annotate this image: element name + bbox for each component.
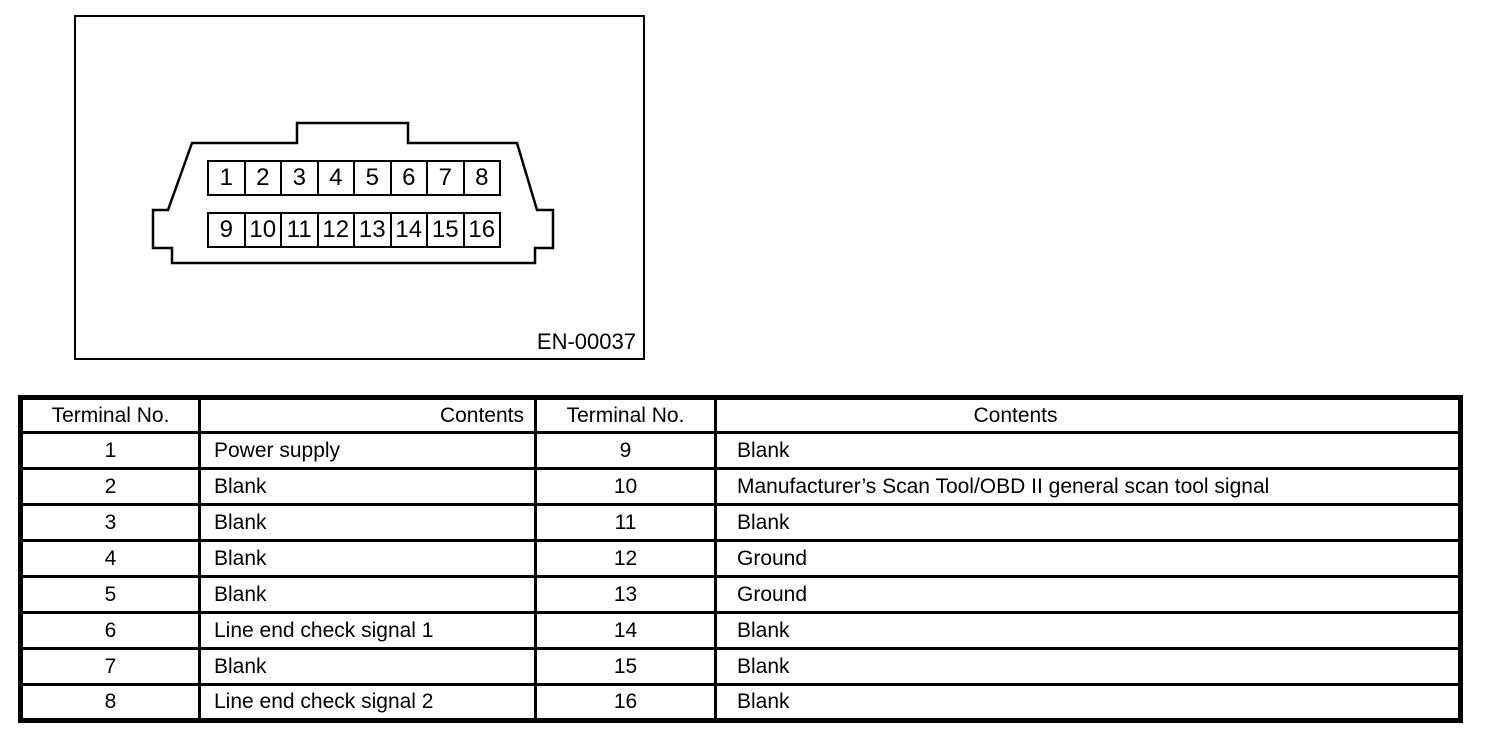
terminal-cell-10: 10 [243, 212, 282, 248]
terminal-cell-6: 6 [389, 160, 428, 196]
terminal-no-cell: 1 [19, 431, 201, 470]
terminal-no-cell: 3 [19, 503, 201, 542]
terminal-no-cell: 11 [534, 503, 717, 542]
terminal-no-cell: 12 [534, 539, 717, 578]
contents-cell: Ground [714, 575, 1462, 614]
terminal-grid: 1 2 3 4 5 6 7 8 9 10 11 12 13 14 15 16 [207, 160, 501, 248]
header-contents-left: Contents [198, 396, 537, 434]
header-terminal-no-right: Terminal No. [534, 396, 717, 434]
terminal-cell-2: 2 [243, 160, 282, 196]
contents-cell: Blank [198, 647, 537, 686]
terminal-cell-13: 13 [353, 212, 392, 248]
table-row: 6 Line end check signal 1 14 Blank [19, 611, 1462, 650]
terminal-no-cell: 5 [19, 575, 201, 614]
terminal-no-cell: 9 [534, 431, 717, 470]
terminal-no-cell: 13 [534, 575, 717, 614]
terminal-row-separator-band [207, 196, 501, 212]
terminal-no-cell: 8 [19, 683, 201, 722]
terminal-cell-4: 4 [316, 160, 355, 196]
contents-cell: Blank [198, 575, 537, 614]
terminal-cell-14: 14 [389, 212, 428, 248]
terminal-cell-11: 11 [280, 212, 319, 248]
table-header-row: Terminal No. Contents Terminal No. Conte… [19, 396, 1462, 434]
terminal-no-cell: 14 [534, 611, 717, 650]
terminal-no-cell: 15 [534, 647, 717, 686]
figure-code-label: EN-00037 [536, 329, 636, 354]
terminal-no-cell: 10 [534, 467, 717, 506]
terminal-cell-15: 15 [426, 212, 465, 248]
header-contents-right: Contents [714, 396, 1462, 434]
table-row: 4 Blank 12 Ground [19, 539, 1462, 578]
terminal-cell-1: 1 [207, 160, 246, 196]
terminal-cell-5: 5 [353, 160, 392, 196]
table-row: 7 Blank 15 Blank [19, 647, 1462, 686]
contents-cell: Blank [714, 683, 1462, 722]
connector-body-outline [151, 121, 555, 265]
terminal-cell-16: 16 [462, 212, 501, 248]
header-terminal-no-left: Terminal No. [19, 396, 201, 434]
contents-cell: Blank [714, 611, 1462, 650]
connector-figure: 1 2 3 4 5 6 7 8 9 10 11 12 13 14 15 16 E… [74, 15, 645, 360]
terminal-cell-3: 3 [280, 160, 319, 196]
contents-cell: Blank [198, 467, 537, 506]
table-row: 2 Blank 10 Manufacturer’s Scan Tool/OBD … [19, 467, 1462, 506]
contents-cell: Line end check signal 2 [198, 683, 537, 722]
table-row: 3 Blank 11 Blank [19, 503, 1462, 542]
terminal-cell-9: 9 [207, 212, 246, 248]
terminal-no-cell: 16 [534, 683, 717, 722]
contents-cell: Blank [714, 503, 1462, 542]
table-row: 5 Blank 13 Ground [19, 575, 1462, 614]
terminal-cell-12: 12 [316, 212, 355, 248]
contents-cell: Ground [714, 539, 1462, 578]
contents-cell: Power supply [198, 431, 537, 470]
terminal-no-cell: 4 [19, 539, 201, 578]
table-row: 1 Power supply 9 Blank [19, 431, 1462, 470]
terminal-assignment-table: Terminal No. Contents Terminal No. Conte… [18, 395, 1463, 723]
terminal-row-top: 1 2 3 4 5 6 7 8 [207, 160, 501, 196]
contents-cell: Blank [714, 431, 1462, 470]
contents-cell: Blank [714, 647, 1462, 686]
terminal-no-cell: 6 [19, 611, 201, 650]
terminal-no-cell: 2 [19, 467, 201, 506]
contents-cell: Blank [198, 539, 537, 578]
terminal-no-cell: 7 [19, 647, 201, 686]
table-row: 8 Line end check signal 2 16 Blank [19, 683, 1462, 722]
terminal-cell-8: 8 [462, 160, 501, 196]
contents-cell: Manufacturer’s Scan Tool/OBD II general … [714, 467, 1462, 506]
terminal-row-bottom: 9 10 11 12 13 14 15 16 [207, 212, 501, 248]
contents-cell: Blank [198, 503, 537, 542]
contents-cell: Line end check signal 1 [198, 611, 537, 650]
connector-outline-drawing [151, 121, 555, 265]
terminal-cell-7: 7 [426, 160, 465, 196]
